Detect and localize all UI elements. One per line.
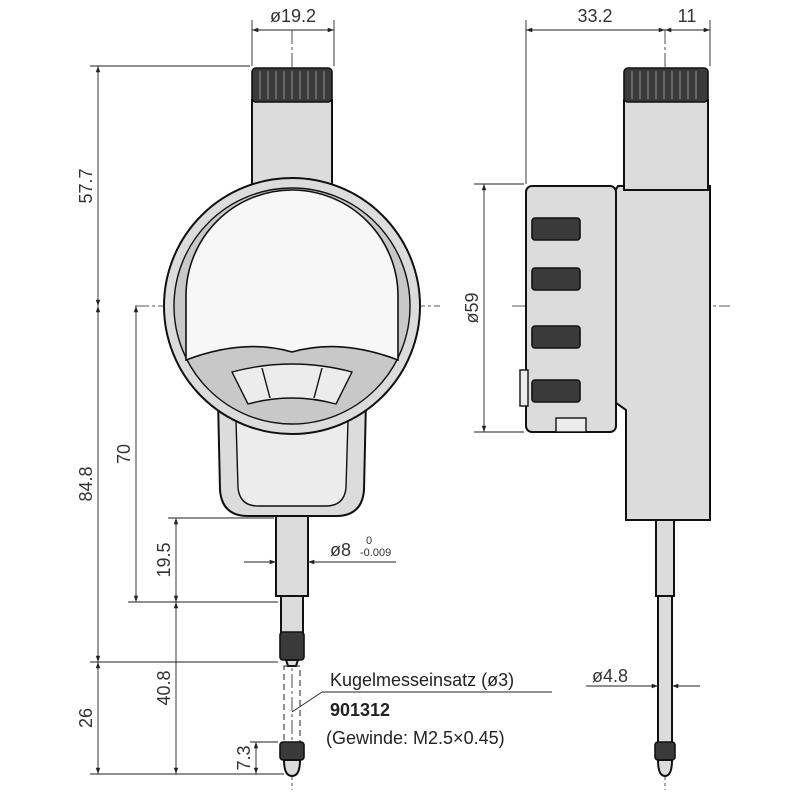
dim-travel: 26 <box>76 708 96 728</box>
contact-ball <box>282 759 302 778</box>
contact-point-callout: Kugelmesseinsatz (ø3) 901312 (Gewinde: M… <box>326 670 514 748</box>
dim-total-height: 84.8 <box>76 466 96 501</box>
contact-point-name: Kugelmesseinsatz (ø3) <box>330 670 514 690</box>
dim-spindle-diameter: ø4.8 <box>592 666 628 686</box>
dim-stem-diameter: ø8 <box>330 540 351 560</box>
side-neck <box>623 99 709 191</box>
dim-depth: 33.2 <box>577 6 612 26</box>
contact-point-thread: (Gewinde: M2.5×0.45) <box>326 728 505 748</box>
contact-point-knurl <box>279 631 305 661</box>
side-clip <box>555 417 587 433</box>
dim-stem-tol-upper: 0 <box>366 535 372 547</box>
dim-top-height: 57.7 <box>76 168 96 203</box>
side-knob <box>623 67 709 103</box>
side-knob-knurling <box>631 71 697 99</box>
side-stem <box>655 519 675 597</box>
dim-sleeve-length: 19.5 <box>154 542 174 577</box>
dim-knob-diameter: ø19.2 <box>270 6 316 26</box>
button-strip <box>230 363 354 405</box>
front-view <box>135 30 440 790</box>
dimension-lines <box>90 20 711 775</box>
dim-stem-tol-lower: -0.009 <box>360 547 391 559</box>
dim-tip-length: 7.3 <box>234 745 254 770</box>
dim-dial-diameter: ø59 <box>462 292 482 323</box>
side-housing <box>611 185 711 521</box>
lcd-display <box>185 189 399 362</box>
contact-point-extended <box>279 741 305 761</box>
spindle <box>280 595 304 637</box>
dim-contact-length: 40.8 <box>154 670 174 705</box>
knob-knurling <box>259 71 325 99</box>
side-port <box>519 369 529 407</box>
dim-knob-offset: 11 <box>678 6 697 26</box>
side-spindle <box>657 595 673 745</box>
dim-center-to-sleeve: 70 <box>114 444 134 464</box>
lower-housing-inset <box>235 419 349 507</box>
dimension-labels: ø19.2 33.2 11 57.7 84.8 26 70 19.5 40.8 … <box>76 6 696 771</box>
side-buttons <box>531 217 581 403</box>
stem-sleeve <box>275 515 309 597</box>
contact-point-part-number: 901312 <box>330 700 390 720</box>
side-view <box>512 30 730 790</box>
